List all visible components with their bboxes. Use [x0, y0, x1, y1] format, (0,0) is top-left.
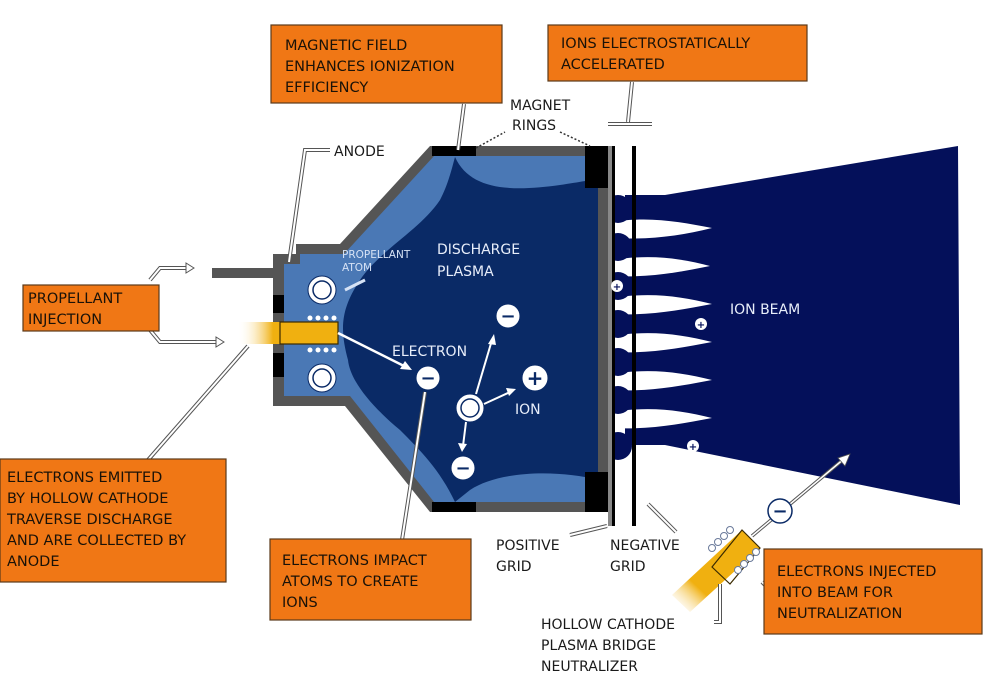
- label-magnet-rings: MAGNET: [510, 98, 571, 114]
- discharge-chamber: [212, 146, 608, 512]
- callout-propellant-injection: PROPELLANT INJECTION: [22, 284, 160, 332]
- callout-magnetic-field: MAGNETIC FIELD ENHANCES IONIZATION EFFIC…: [270, 24, 503, 104]
- svg-text:+: +: [613, 282, 621, 293]
- callout-electrons-emitted: ELECTRONS EMITTED BY HOLLOW CATHODE TRAV…: [0, 458, 227, 583]
- electron-icon: −: [495, 303, 521, 329]
- svg-text:IONS: IONS: [282, 595, 318, 611]
- magnet-ring-top-left: [432, 146, 476, 156]
- svg-text:AND ARE COLLECTED BY: AND ARE COLLECTED BY: [7, 533, 186, 549]
- positive-grid: [608, 146, 614, 526]
- svg-text:ELECTRONS EMITTED: ELECTRONS EMITTED: [7, 470, 162, 486]
- svg-text:+: +: [689, 442, 697, 453]
- label-propellant-atom: PROPELLANT: [342, 249, 411, 261]
- label-discharge-plasma: DISCHARGE: [437, 242, 520, 258]
- magnet-ring-bottom-right: [585, 472, 608, 512]
- beam-ion-icon: +: [687, 440, 699, 453]
- callout-electrons-injected: ELECTRONS INJECTED INTO BEAM FOR NEUTRAL…: [763, 548, 983, 635]
- svg-text:−: −: [500, 306, 515, 327]
- svg-text:ACCELERATED: ACCELERATED: [561, 57, 665, 73]
- label-ion: ION: [515, 402, 541, 418]
- label-magnet-rings-2: RINGS: [512, 118, 556, 134]
- negative-grid: [632, 146, 636, 526]
- svg-text:BY HOLLOW CATHODE: BY HOLLOW CATHODE: [7, 491, 168, 507]
- neutral-atom-icon: [455, 393, 485, 423]
- callout-ions-accelerated: IONS ELECTROSTATICALLY ACCELERATED: [547, 24, 808, 82]
- label-negative-grid: NEGATIVE: [610, 538, 680, 554]
- propellant-injection-arrows: [148, 262, 225, 348]
- beam-ion-icon: +: [695, 318, 707, 331]
- label-positive-grid: POSITIVE: [496, 538, 560, 554]
- label-neutralizer-3: NEUTRALIZER: [541, 659, 638, 675]
- label-electron: ELECTRON: [392, 344, 467, 360]
- neutralizer-cathode: [672, 526, 761, 612]
- beam-ion-icon: +: [611, 280, 623, 293]
- neutralizing-electron-icon: −: [767, 498, 793, 524]
- discharge-plasma: [343, 157, 598, 502]
- electron-icon: −: [415, 365, 441, 391]
- svg-text:INJECTION: INJECTION: [28, 312, 102, 328]
- magnet-ring-top-right: [585, 146, 608, 188]
- svg-text:−: −: [455, 458, 470, 479]
- label-anode: ANODE: [334, 144, 385, 160]
- magnet-ring-bottom-left: [432, 502, 476, 512]
- svg-text:+: +: [527, 366, 544, 390]
- svg-text:EFFICIENCY: EFFICIENCY: [285, 80, 368, 96]
- svg-text:MAGNETIC FIELD: MAGNETIC FIELD: [285, 38, 407, 54]
- svg-text:TRAVERSE DISCHARGE: TRAVERSE DISCHARGE: [6, 512, 173, 528]
- ion-icon: +: [521, 364, 549, 392]
- callout-electrons-impact: ELECTRONS IMPACT ATOMS TO CREATE IONS: [269, 538, 472, 621]
- propellant-inlet-tube: [212, 268, 276, 278]
- label-negative-grid-2: GRID: [610, 559, 646, 575]
- electron-icon: −: [450, 455, 476, 481]
- svg-text:PROPELLANT: PROPELLANT: [28, 291, 122, 307]
- label-discharge-plasma-2: PLASMA: [437, 264, 494, 280]
- ion-beam: [604, 146, 960, 505]
- svg-text:−: −: [420, 368, 435, 389]
- svg-text:ENHANCES IONIZATION: ENHANCES IONIZATION: [285, 59, 455, 75]
- propellant-atom-icon: [307, 275, 337, 305]
- svg-text:ATOMS TO CREATE: ATOMS TO CREATE: [282, 574, 418, 590]
- svg-text:ELECTRONS INJECTED: ELECTRONS INJECTED: [777, 564, 936, 580]
- beamlet-gaps: [612, 219, 712, 429]
- svg-text:−: −: [772, 501, 787, 522]
- label-ion-beam: ION BEAM: [730, 302, 800, 318]
- svg-text:INTO BEAM FOR: INTO BEAM FOR: [777, 585, 893, 601]
- label-propellant-atom-2: ATOM: [342, 262, 372, 274]
- label-positive-grid-2: GRID: [496, 559, 532, 575]
- svg-text:IONS ELECTROSTATICALLY: IONS ELECTROSTATICALLY: [561, 36, 750, 52]
- svg-text:NEUTRALIZATION: NEUTRALIZATION: [777, 606, 902, 622]
- label-neutralizer: HOLLOW CATHODE: [541, 617, 675, 633]
- label-neutralizer-2: PLASMA BRIDGE: [541, 638, 656, 654]
- svg-text:+: +: [697, 320, 705, 331]
- svg-text:ELECTRONS IMPACT: ELECTRONS IMPACT: [282, 553, 427, 569]
- hollow-cathode: [238, 315, 339, 353]
- svg-text:ANODE: ANODE: [7, 554, 60, 570]
- leader-lines: [146, 81, 772, 624]
- propellant-atom-icon: [307, 363, 337, 393]
